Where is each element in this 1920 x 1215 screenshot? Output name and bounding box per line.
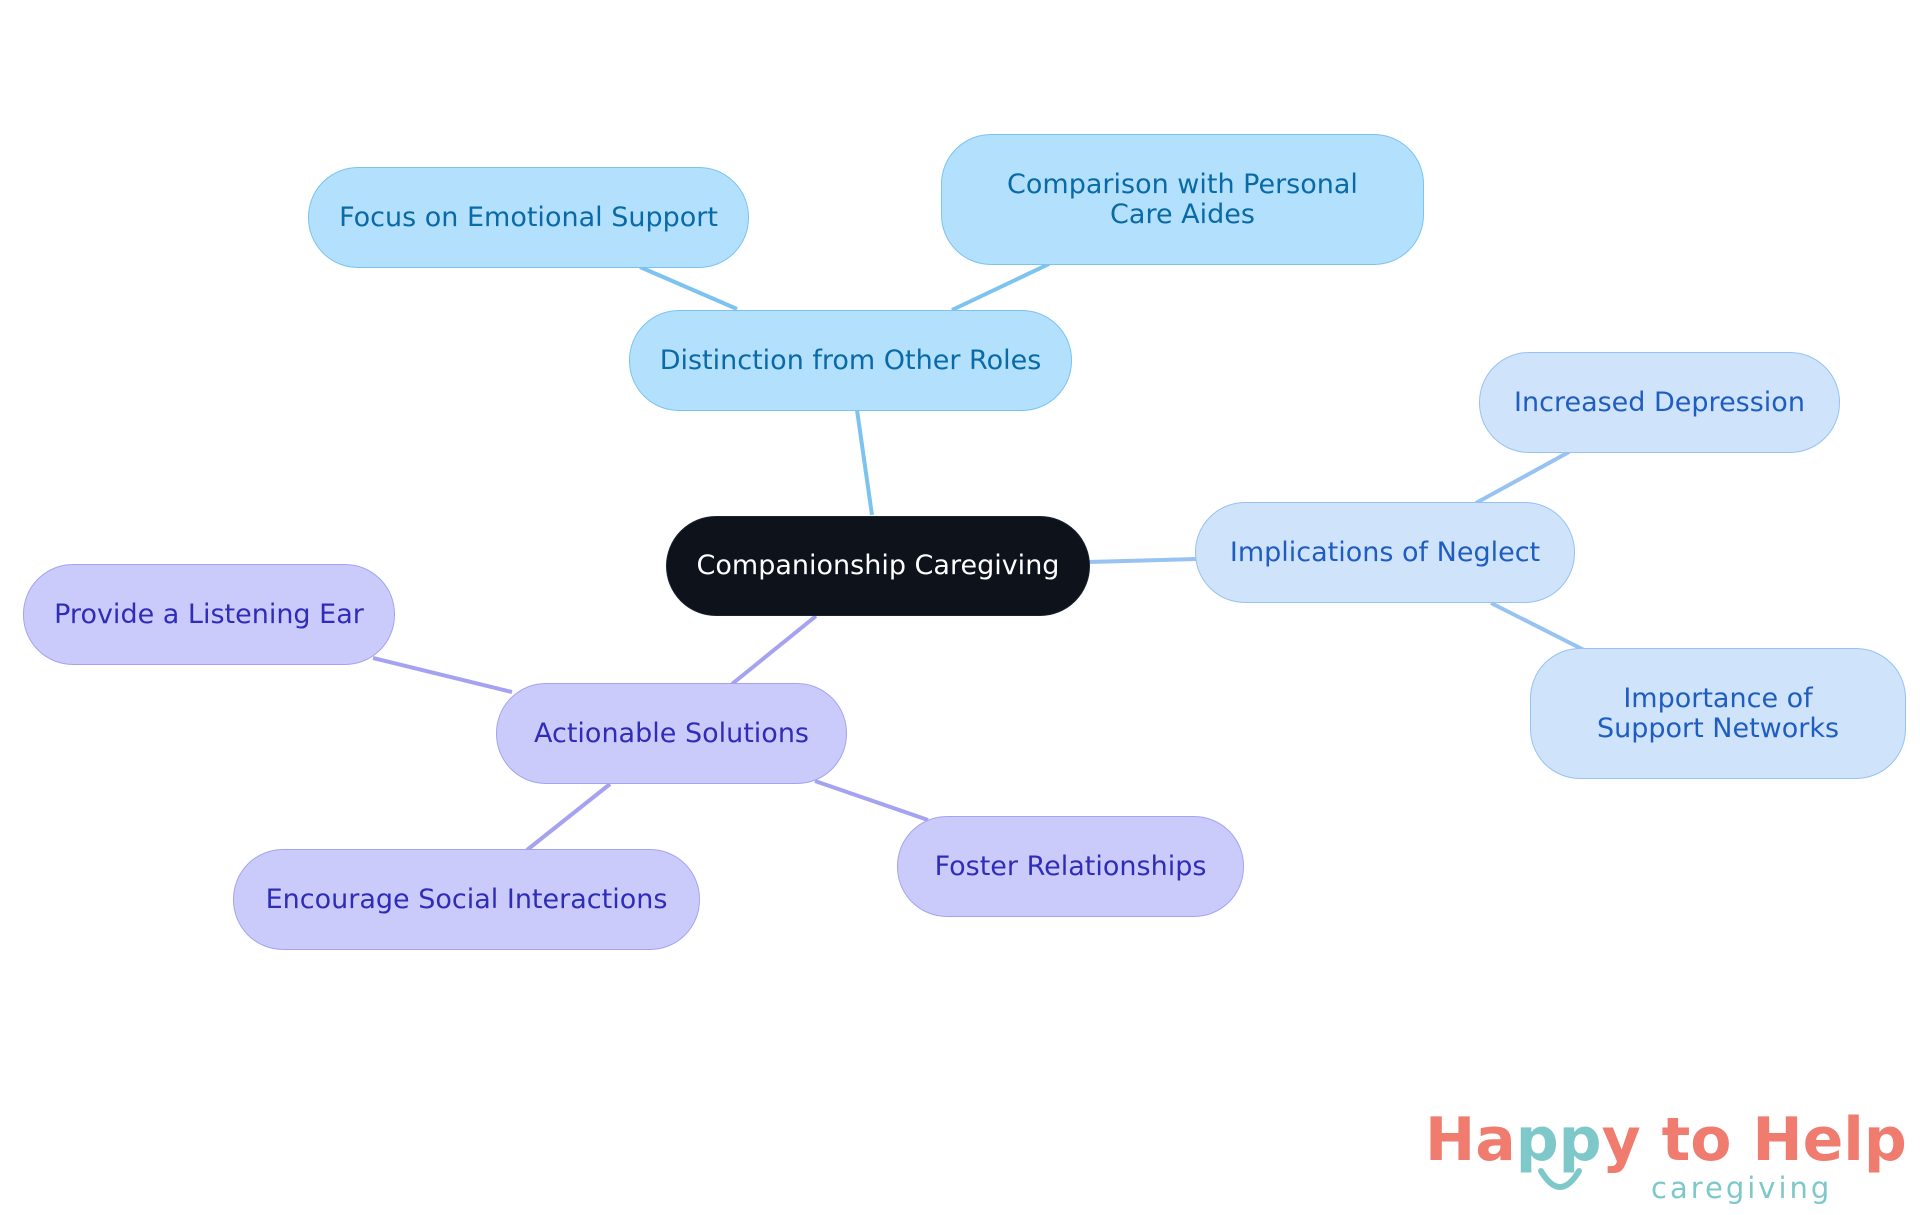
leaf-node-increased-depression[interactable]: Increased Depression	[1479, 352, 1840, 453]
branch-node-distinction[interactable]: Distinction from Other Roles	[629, 310, 1072, 411]
branch-node-label: Distinction from Other Roles	[659, 344, 1042, 376]
leaf-node-social-interactions[interactable]: Encourage Social Interactions	[233, 849, 700, 950]
connector-distinction-comparison	[951, 262, 1050, 312]
leaf-node-support-networks[interactable]: Importance of Support Networks	[1530, 648, 1906, 779]
root-node-label: Companionship Caregiving	[696, 550, 1060, 581]
leaf-node-label: Focus on Emotional Support	[339, 201, 718, 233]
leaf-node-emotional-support[interactable]: Focus on Emotional Support	[308, 167, 749, 268]
connector-implications-support	[1490, 601, 1585, 652]
logo-wordmark: Happy to Help	[1425, 1105, 1907, 1175]
leaf-node-foster-relationships[interactable]: Foster Relationships	[897, 816, 1244, 917]
connector-actionable-social	[525, 782, 612, 852]
leaf-node-label: Encourage Social Interactions	[265, 883, 668, 915]
connector-root-implications	[1087, 557, 1198, 564]
connector-distinction-focus	[639, 265, 738, 311]
leaf-node-personal-care-aides[interactable]: Comparison with Personal Care Aides	[941, 134, 1424, 265]
leaf-node-label: Foster Relationships	[934, 850, 1207, 882]
logo-tagline: caregiving	[1651, 1171, 1833, 1205]
leaf-node-label: Importance of Support Networks	[1596, 682, 1840, 744]
connector-root-actionable	[730, 614, 818, 686]
branch-node-implications[interactable]: Implications of Neglect	[1195, 502, 1575, 603]
branch-node-label: Implications of Neglect	[1229, 536, 1541, 568]
leaf-node-label: Comparison with Personal Care Aides	[1007, 168, 1358, 230]
connector-actionable-foster	[814, 779, 929, 822]
connector-root-distinction	[855, 409, 874, 516]
brand-logo: Happy to Help caregiving	[1425, 1105, 1907, 1205]
smile-icon	[1538, 1168, 1582, 1190]
connector-implications-depression	[1475, 450, 1570, 505]
connector-actionable-listening	[372, 656, 513, 694]
leaf-node-label: Provide a Listening Ear	[54, 598, 364, 630]
root-node[interactable]: Companionship Caregiving	[666, 516, 1090, 616]
leaf-node-label: Increased Depression	[1514, 386, 1805, 418]
leaf-node-listening-ear[interactable]: Provide a Listening Ear	[23, 564, 395, 665]
branch-node-label: Actionable Solutions	[534, 717, 809, 749]
branch-node-actionable[interactable]: Actionable Solutions	[496, 683, 847, 784]
